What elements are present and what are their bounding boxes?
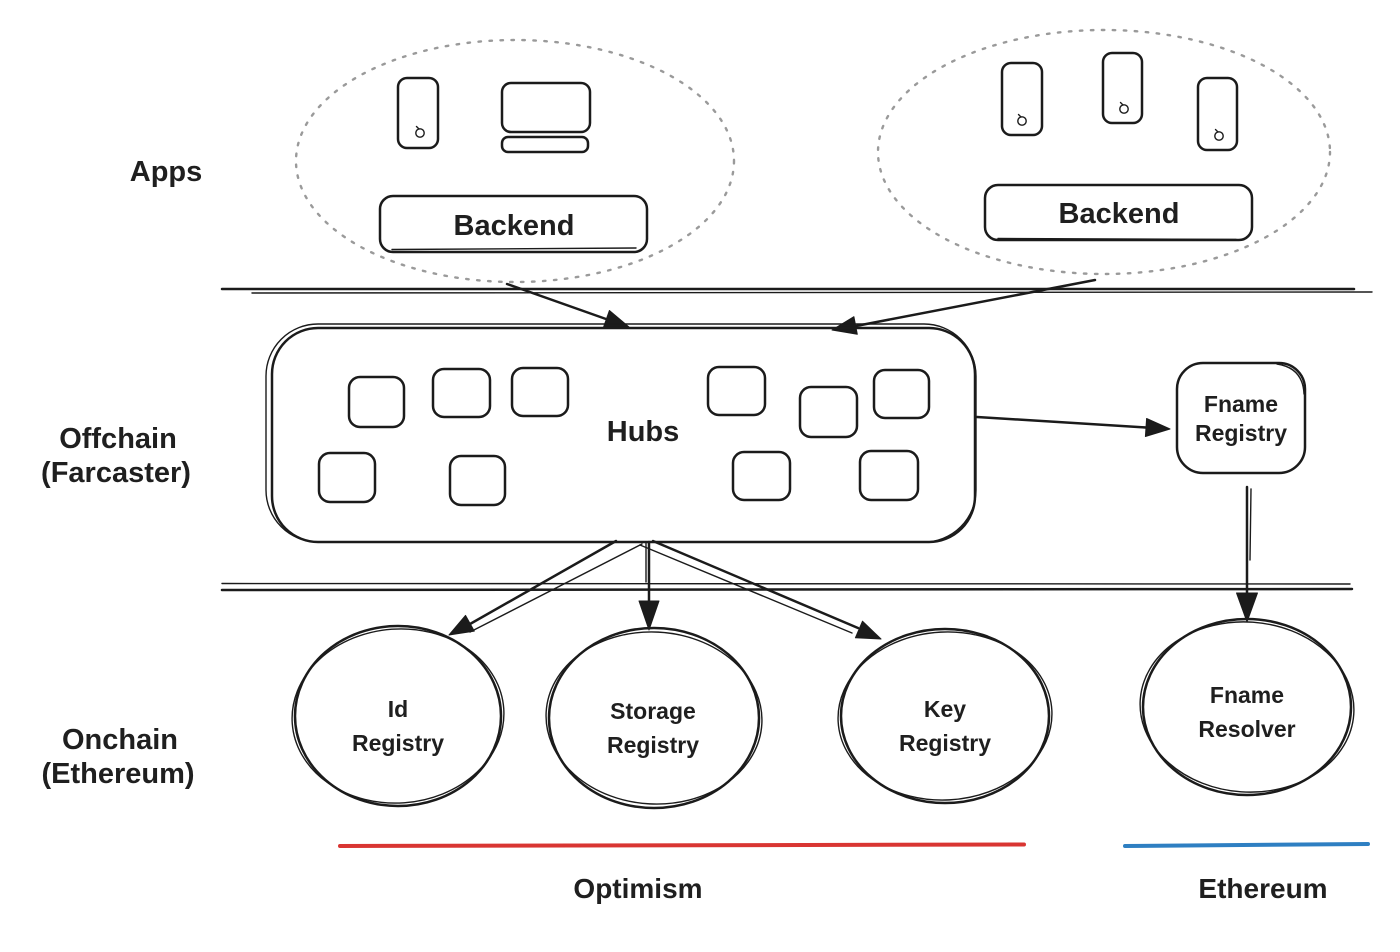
hub-node [706, 365, 767, 417]
right-app-cluster: Backend [876, 28, 1332, 276]
key-registry-label-line2: Registry [899, 730, 991, 756]
hub-node [731, 450, 792, 502]
optimism-underline [338, 842, 1026, 848]
hub-node [431, 367, 492, 419]
hub-node [448, 454, 507, 507]
id-registry-node: Id Registry [291, 624, 505, 808]
right-backend-label: Backend [1059, 198, 1180, 230]
arrow-fname-registry-to-resolver [1236, 485, 1258, 623]
hub-nodes [317, 365, 931, 507]
storage-registry-label-line2: Registry [607, 732, 699, 758]
arrow-left-apps-to-hubs [505, 282, 630, 328]
phone-icon [1196, 76, 1239, 152]
offchain-layer-label-line2: (Farcaster) [41, 457, 191, 489]
storage-registry-node: Storage Registry [545, 626, 763, 810]
onchain-layer-label-line2: (Ethereum) [41, 758, 194, 790]
fname-resolver-label-line2: Resolver [1198, 716, 1295, 742]
arrow-hubs-to-fname-registry [975, 415, 1171, 437]
phone-icon [1000, 61, 1044, 137]
right-app-cluster-outline [876, 28, 1332, 276]
id-registry-label-line2: Registry [352, 730, 444, 756]
hubs-label: Hubs [607, 416, 680, 448]
ethereum-chain-indicator: Ethereum [1123, 842, 1370, 904]
left-app-cluster-outline [294, 38, 736, 284]
phone-icon [1101, 51, 1144, 125]
fname-resolver-label-line1: Fname [1210, 682, 1284, 708]
hub-node [317, 451, 377, 504]
id-registry-label-line1: Id [388, 696, 408, 722]
ethereum-label: Ethereum [1198, 873, 1327, 904]
left-backend-label: Backend [454, 210, 575, 242]
onchain-layer-label-line1: Onchain [62, 724, 178, 756]
fname-resolver-node: Fname Resolver [1139, 617, 1355, 797]
apps-layer-label: Apps [130, 156, 203, 188]
fname-registry-label-line2: Registry [1195, 420, 1287, 446]
hub-node [347, 375, 406, 429]
arrow-hubs-to-storage-registry [638, 540, 660, 631]
storage-registry-label-line1: Storage [610, 698, 696, 724]
ethereum-underline [1123, 842, 1370, 848]
left-backend-box: Backend [378, 194, 649, 254]
phone-icon [396, 76, 440, 150]
optimism-label: Optimism [573, 873, 702, 904]
key-registry-label-line1: Key [924, 696, 966, 722]
hub-node [872, 368, 931, 420]
optimism-chain-indicator: Optimism [338, 842, 1026, 904]
fname-registry-label-line1: Fname [1204, 391, 1278, 417]
hub-node [510, 366, 570, 418]
monitor-icon [500, 81, 592, 154]
fname-registry-box: Fname Registry [1175, 361, 1307, 475]
offchain-layer-label-line1: Offchain [59, 423, 177, 455]
arrow-hubs-to-id-registry [448, 539, 643, 636]
key-registry-node: Key Registry [837, 627, 1053, 805]
apps-offchain-separator [220, 287, 1373, 294]
arrow-right-apps-to-hubs [831, 278, 1097, 335]
hubs-box: Hubs [265, 323, 977, 544]
right-backend-box: Backend [983, 183, 1254, 242]
arrow-hubs-to-key-registry [639, 539, 882, 640]
hub-node [798, 385, 859, 439]
left-app-cluster: Backend [294, 38, 736, 284]
hub-node [858, 449, 920, 502]
offchain-onchain-separator [220, 582, 1354, 592]
